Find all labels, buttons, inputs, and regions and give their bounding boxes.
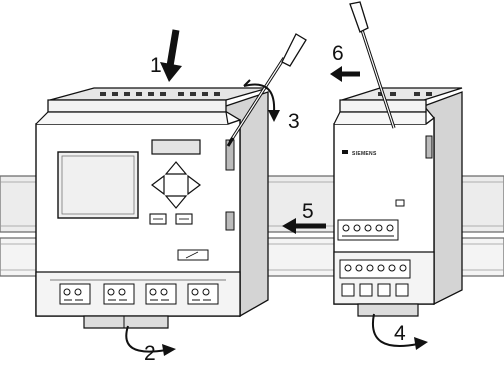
base-module [35,87,269,329]
label-slot [177,249,209,261]
down-arrow-key [164,195,188,209]
left-arrow-key [151,174,165,196]
step-4-arrow [371,313,428,350]
step-3-arrow [243,79,280,122]
step-6-label: 6 [332,42,344,65]
terminal-group [145,283,177,305]
right-arrow-key [187,174,201,196]
status-window [151,139,201,155]
cursor-keys [151,161,201,209]
step-3-label: 3 [288,110,300,133]
lower-terminals [339,259,411,279]
upper-terminals [337,219,399,241]
terminal-group [103,283,135,305]
terminal-group [59,283,91,305]
step-5-label: 5 [302,200,314,223]
step-1-arrow [160,29,182,82]
bottom-pins [341,283,409,297]
expansion-mounting-slide [357,303,419,317]
up-arrow-key [164,161,188,175]
step-1-label: 1 [150,54,162,77]
status-led [395,199,405,207]
terminal-group [187,283,219,305]
brand-logo-mark [342,150,348,154]
top-terminal-screws [100,92,220,96]
screwdriver-left [226,33,307,147]
step-6-arrow [330,66,360,82]
brand-label: SIEMENS [352,151,377,157]
step-5-arrow [282,218,326,234]
bottom-terminals [59,283,219,305]
mounting-slide [83,315,169,329]
step-2-label: 2 [144,342,156,365]
step-4-label: 4 [394,322,406,345]
step-2-arrow [125,325,176,356]
screwdriver-right [349,1,396,129]
lcd-display [57,151,139,219]
expansion-module: SIEMENS [333,87,463,317]
